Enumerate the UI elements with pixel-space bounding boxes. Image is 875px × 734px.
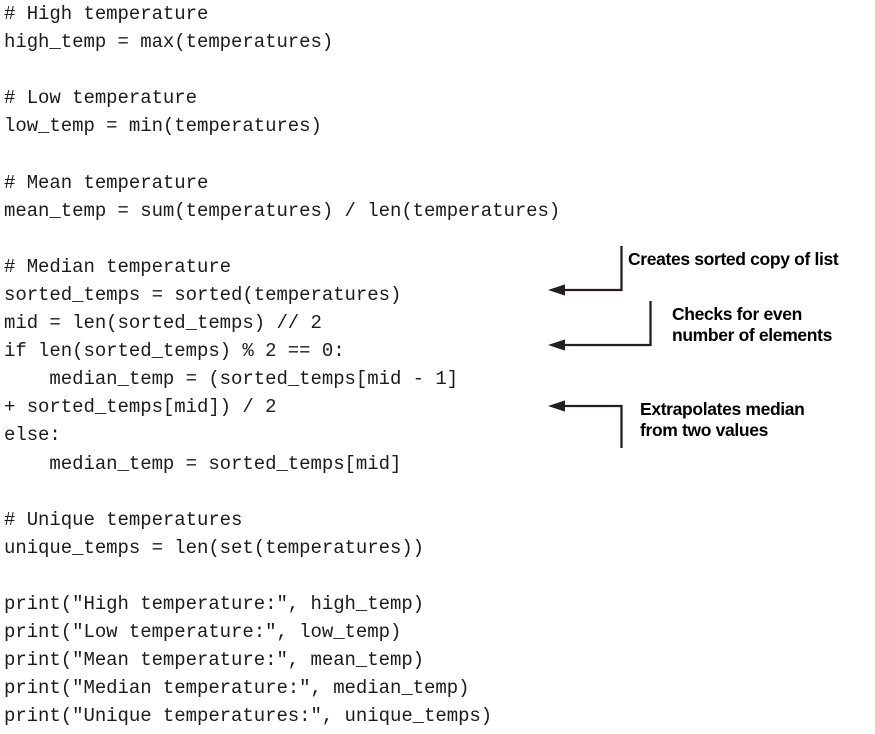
code-line: # Unique temperatures <box>4 508 243 531</box>
code-line: high_temp = max(temperatures) <box>4 31 334 54</box>
code-line: mean_temp = sum(temperatures) / len(temp… <box>4 199 561 222</box>
leader-line-2 <box>548 301 652 351</box>
code-line: print("High temperature:", high_temp) <box>4 592 425 615</box>
code-line: # Mean temperature <box>4 171 209 194</box>
code-line <box>4 225 604 253</box>
code-line: median_temp = sorted_temps[mid] <box>4 452 402 475</box>
code-line: # Median temperature <box>4 255 232 278</box>
code-line <box>4 56 604 84</box>
python-code-listing: # High temperature high_temp = max(temper… <box>4 0 604 730</box>
code-line: print("Median temperature:", median_temp… <box>4 677 470 700</box>
code-line: median_temp = (sorted_temps[mid - 1] <box>4 368 459 391</box>
code-line: low_temp = min(temperatures) <box>4 115 322 138</box>
annotation-creates-sorted-copy: Creates sorted copy of list <box>628 249 839 269</box>
code-line: else: <box>4 424 61 447</box>
code-line: sorted_temps = sorted(temperatures) <box>4 283 402 306</box>
code-line: print("Unique temperatures:", unique_tem… <box>4 705 493 728</box>
code-line: print("Mean temperature:", mean_temp) <box>4 649 425 672</box>
code-line: mid = len(sorted_temps) // 2 <box>4 312 322 335</box>
code-line <box>4 478 604 506</box>
code-line: print("Low temperature:", low_temp) <box>4 621 402 644</box>
code-line: if len(sorted_temps) % 2 == 0: <box>4 340 345 363</box>
leader-line-1 <box>548 246 623 296</box>
code-line: # Low temperature <box>4 87 197 110</box>
annotation-checks-for-even: Checks for even number of elements <box>672 304 832 345</box>
annotation-extrapolates-median: Extrapolates median from two values <box>640 399 805 440</box>
code-line <box>4 140 604 168</box>
code-line: unique_temps = len(set(temperatures)) <box>4 536 425 559</box>
code-line <box>4 562 604 590</box>
code-line: # High temperature <box>4 3 209 25</box>
code-line: + sorted_temps[mid]) / 2 <box>4 396 277 419</box>
leader-line-3 <box>548 400 623 448</box>
